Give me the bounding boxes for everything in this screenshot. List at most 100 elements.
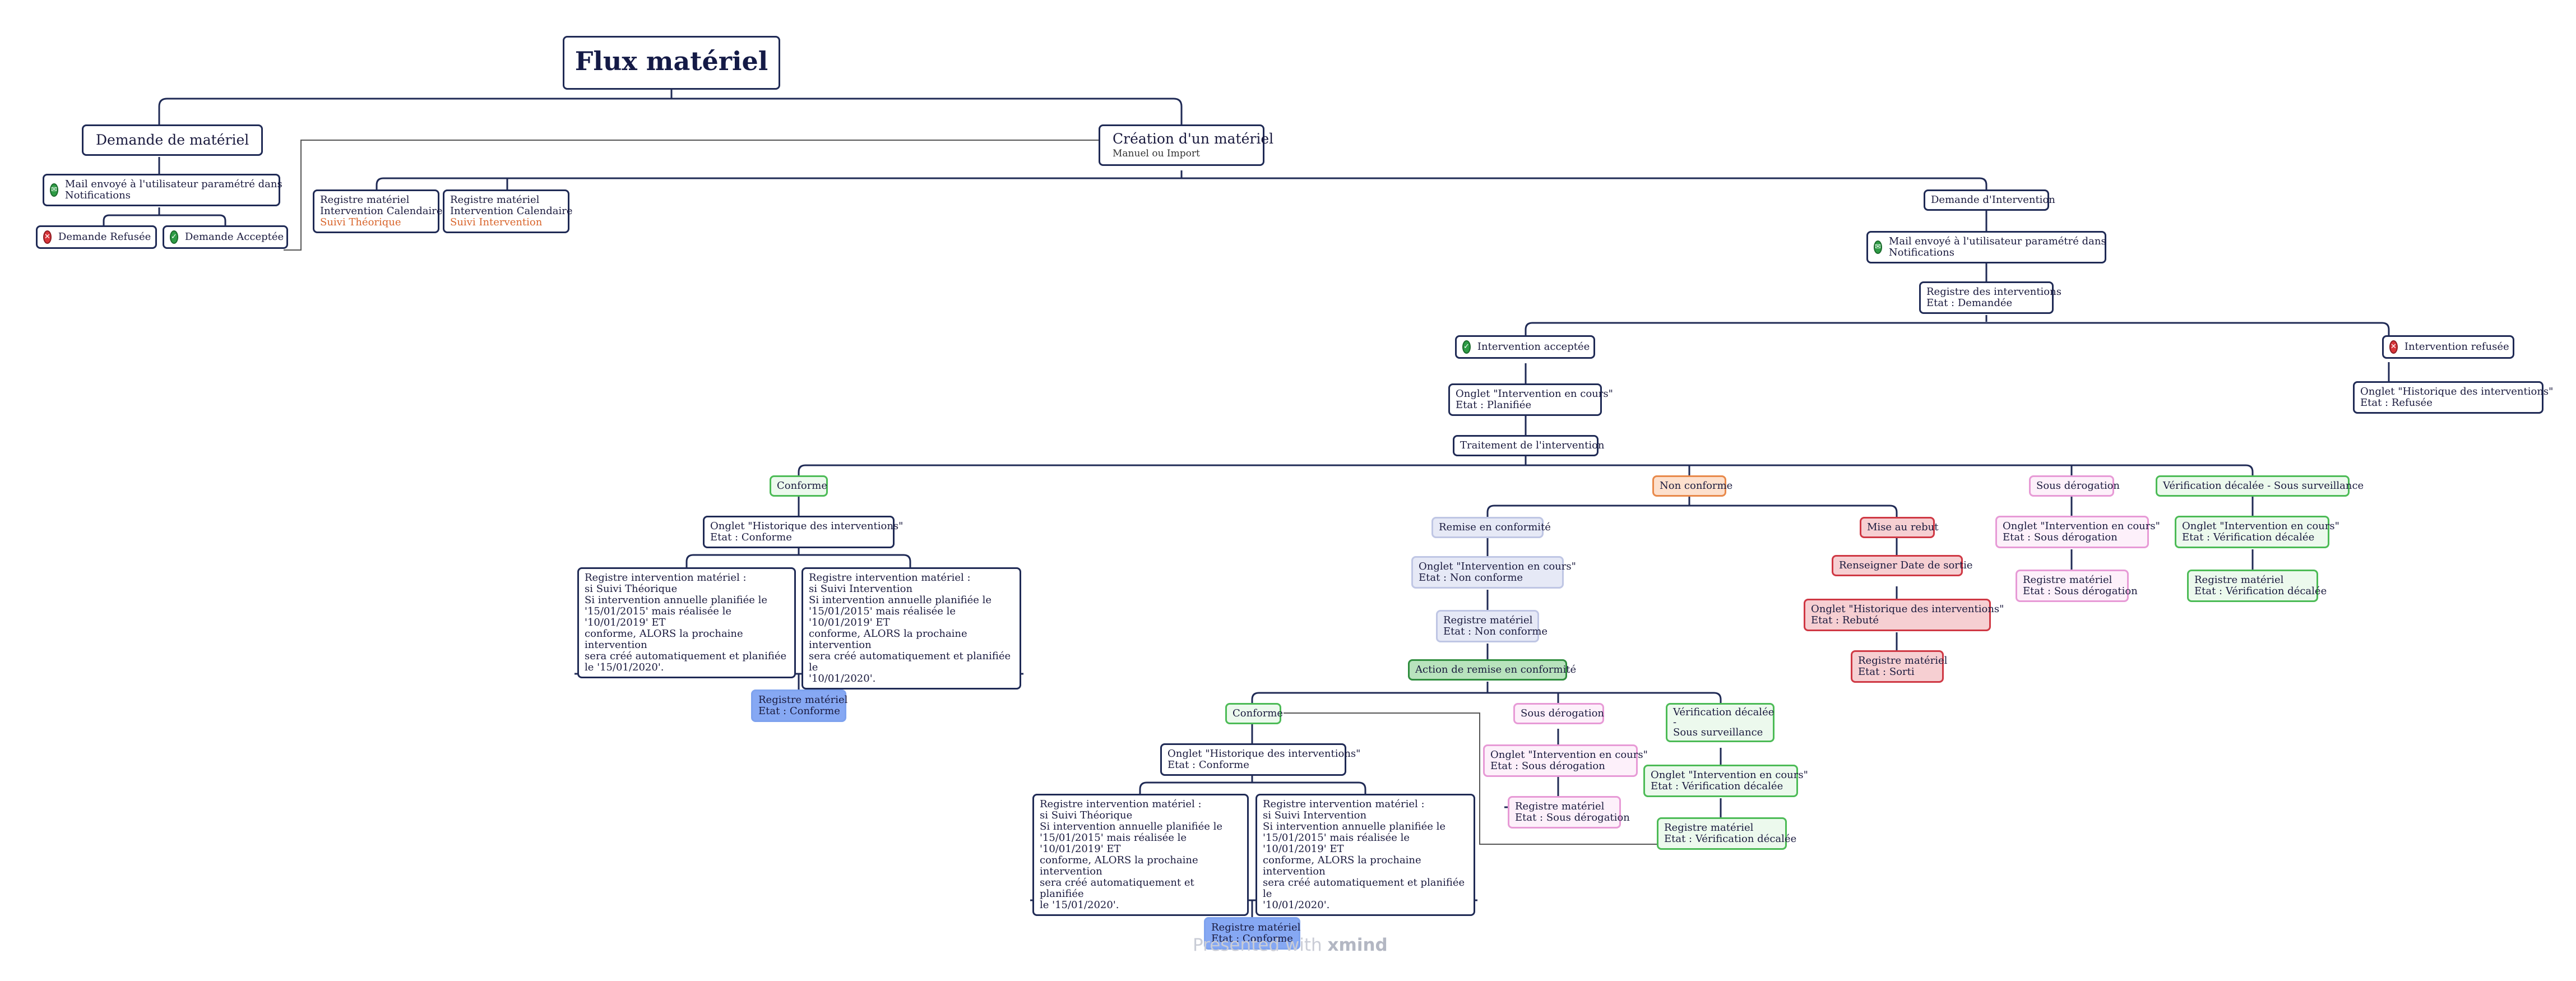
node-line: sera créé automatiquement et planifiée l… (1263, 877, 1465, 900)
verif-decalee-node[interactable]: Vérification décalée - Sous surveillance (2156, 475, 2364, 497)
node-line: Sous surveillance (1673, 727, 1763, 738)
registre-suivi-theorique-node[interactable]: Registre matériel Intervention Calendair… (313, 189, 443, 233)
nc-registre-theorique-node[interactable]: Registre intervention matériel :si Suivi… (1032, 794, 1249, 916)
node-line: '10/01/2020'. (809, 673, 876, 684)
intervention-acceptee-label: Intervention acceptée (1477, 341, 1590, 353)
remise-conformite-node[interactable]: Remise en conformité (1431, 517, 1551, 538)
node-line: Onglet "Intervention en cours" (1651, 769, 1808, 781)
node-line: si Suivi Intervention (809, 583, 913, 595)
node-line: Registre intervention matériel : (1040, 798, 1202, 810)
node-line: Registre matériel (2194, 574, 2284, 586)
nc-conforme-node[interactable]: Conforme (1225, 703, 1283, 724)
mail-line-1: Mail envoyé à l'utilisateur paramétré da… (64, 178, 282, 190)
demande-refusee-node[interactable]: ✕Demande Refusée (36, 225, 157, 249)
non-conforme-node[interactable]: Non conforme (1652, 475, 1732, 497)
node-line: - (1673, 716, 1677, 728)
accepted-icon: ✓ (170, 230, 178, 244)
mail-icon: ✉ (50, 183, 58, 197)
node-line: sera créé automatiquement et planifiée (585, 650, 787, 662)
conforme-registre-theorique-node[interactable]: Registre intervention matériel :si Suivi… (577, 567, 796, 678)
mail-line-2: Notifications (64, 189, 131, 201)
node-line: Registre intervention matériel : (585, 572, 747, 584)
demande-intervention-node[interactable]: Demande d'Intervention (1924, 189, 2055, 211)
node-line: Etat : Sous dérogation (1490, 760, 1605, 772)
intervention-refusee-node[interactable]: ✕ Intervention refusée (2382, 335, 2514, 359)
node-line: le '15/01/2020'. (1040, 899, 1119, 911)
registre-suivi-intervention-node[interactable]: Registre matériel Intervention Calendair… (443, 189, 573, 233)
node-line: '10/01/2020'. (1263, 899, 1330, 911)
nc-onglet-historique-node[interactable]: Onglet "Historique des interventions"Eta… (1160, 743, 1361, 776)
intervention-refusee-label: Intervention refusée (2404, 341, 2509, 353)
rebut-onglet-node[interactable]: Onglet "Historique des interventions"Eta… (1804, 599, 2004, 631)
watermark-prefix: Presented with (1193, 935, 1322, 955)
node-line: Onglet "Historique des interventions" (2360, 386, 2554, 397)
node-line: Si intervention annuelle planifiée le (809, 594, 992, 606)
di-mail-node[interactable]: ✉ Mail envoyé à l'utilisateur paramétré … (1866, 231, 2106, 263)
demande-materiel-node[interactable]: Demande de matériel (82, 124, 263, 156)
demande-acceptee-label: Demande Acceptée (184, 231, 284, 243)
node-line: Si intervention annuelle planifiée le (1040, 821, 1223, 832)
creation-label: Création d'un matériel (1113, 131, 1274, 147)
onglet-planifiee-node[interactable]: Onglet "Intervention en cours"Etat : Pla… (1448, 383, 1613, 416)
registre-suivi-label: Suivi Intervention (450, 216, 543, 228)
node-line: Registre matériel (1858, 655, 1948, 667)
node-line: Etat : Sous dérogation (2003, 531, 2118, 543)
traitement-intervention-node[interactable]: Traitement de l'intervention (1453, 435, 1605, 456)
refused-icon: ✕ (2389, 340, 2398, 354)
demande-acceptee-node[interactable]: ✓ Demande Acceptée (163, 225, 288, 249)
nc-sous-derogation-node[interactable]: Sous dérogation (1513, 703, 1604, 724)
node-line: Onglet "Intervention en cours" (1419, 561, 1576, 572)
verif-onglet-node[interactable]: Onglet "Intervention en cours"Etat : Vér… (2175, 516, 2339, 548)
node-line: si Suivi Théorique (585, 583, 678, 595)
node-line: Registre matériel (1515, 800, 1605, 812)
node-line: Etat : Conforme (710, 531, 792, 543)
node-line: Etat : Vérification décalée (2182, 531, 2315, 543)
mise-au-rebut-node[interactable]: Mise au rebut (1860, 517, 1938, 538)
onglet-refusee-node[interactable]: Onglet "Historique des interventions"Eta… (2353, 381, 2554, 414)
nc-sd-onglet-node[interactable]: Onglet "Intervention en cours"Etat : Sou… (1483, 744, 1648, 777)
node-line: sera créé automatiquement et planifiée l… (809, 650, 1011, 673)
date-sortie-node[interactable]: Renseigner Date de sortie (1832, 555, 1973, 576)
nc-registre-intervention-node[interactable]: Registre intervention matériel :si Suivi… (1255, 794, 1475, 916)
node-line: Si intervention annuelle planifiée le (585, 594, 768, 606)
demande-refusee-label: Demande Refusée (58, 231, 151, 243)
conforme-registre-intervention-node[interactable]: Registre intervention matériel :si Suivi… (801, 567, 1021, 690)
node-line: Vérification décalée (1673, 706, 1775, 718)
registre-suivi-label: Suivi Théorique (320, 216, 401, 228)
node-line: si Suivi Théorique (1040, 809, 1133, 821)
mail-line-1: Mail envoyé à l'utilisateur paramétré da… (1888, 235, 2106, 247)
onglet-non-conforme-node[interactable]: Onglet "Intervention en cours"Etat : Non… (1411, 556, 1576, 589)
node-line: Registre matériel (1664, 822, 1754, 834)
sd-onglet-node[interactable]: Onglet "Intervention en cours"Etat : Sou… (1995, 516, 2160, 548)
node-line: Etat : Refusée (2360, 397, 2433, 409)
nc-verif-decalee-node[interactable]: Vérification décalée-Sous surveillance (1666, 703, 1775, 742)
conforme-node[interactable]: Conforme (770, 475, 828, 497)
node-line: Onglet "Historique des interventions" (1167, 748, 1361, 760)
node-line: Registre matériel (758, 694, 848, 706)
registre-line: Intervention Calendaire (320, 205, 443, 217)
node-line: Etat : Sous dérogation (1515, 812, 1630, 823)
node-line: Registre matériel (2023, 574, 2112, 586)
sous-derogation-node[interactable]: Sous dérogation (2029, 475, 2120, 497)
node-line: Etat : Rebuté (1811, 614, 1879, 626)
node-line: conforme, ALORS la prochaine interventio… (585, 628, 743, 651)
intervention-acceptee-node[interactable]: ✓Intervention acceptée (1455, 335, 1595, 359)
demande-mail-node[interactable]: ✉ Mail envoyé à l'utilisateur paramétré … (43, 174, 282, 206)
node-line: Registre matériel (1211, 922, 1301, 933)
onglet-historique-conforme-node[interactable]: Onglet "Historique des interventions"Eta… (703, 516, 903, 548)
action-remise-node[interactable]: Action de remise en conformité (1408, 659, 1576, 681)
registre-line: Intervention Calendaire (450, 205, 573, 217)
node-line: Etat : Sorti (1858, 666, 1915, 678)
node-line: '15/01/2015' mais réalisée le '10/01/201… (809, 605, 956, 628)
creation-materiel-node[interactable]: Création d'un matériel Manuel ou Import (1099, 124, 1274, 166)
nc-verif-onglet-node[interactable]: Onglet "Intervention en cours"Etat : Vér… (1643, 765, 1808, 797)
